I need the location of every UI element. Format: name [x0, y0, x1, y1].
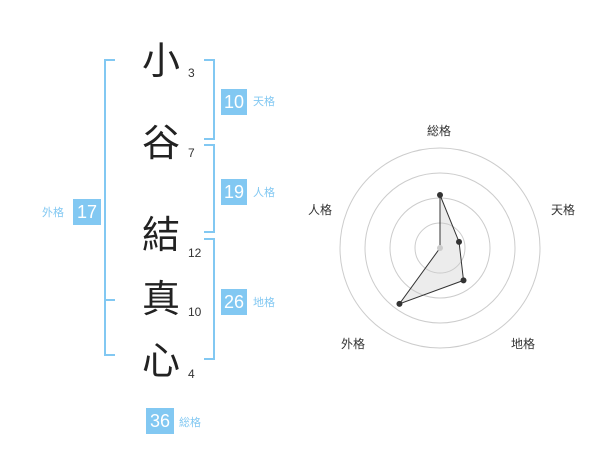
chikaku-value: 26 [221, 289, 247, 315]
stroke-count-4: 10 [188, 305, 202, 319]
name-char-2: 谷 [141, 121, 180, 165]
radar-center-dot [437, 245, 443, 251]
soukaku-label: 総格 [179, 416, 201, 429]
name-char-5: 心 [141, 339, 180, 383]
radar-axis-label-chikaku: 地格 [511, 337, 536, 351]
gaikaku-bracket [104, 59, 115, 356]
radar-ring [339, 147, 541, 349]
stroke-count-1: 3 [188, 66, 195, 80]
radar-point-0 [437, 192, 443, 198]
radar-ring [364, 172, 516, 324]
gaikaku-label: 外格 [42, 206, 64, 219]
stroke-count-2: 7 [188, 146, 195, 160]
jinkaku-value: 19 [221, 179, 247, 205]
stroke-count-3: 12 [188, 246, 202, 260]
jinkaku-label: 人格 [253, 186, 275, 199]
radar-point-3 [396, 300, 403, 307]
radar-point-2 [460, 277, 467, 284]
name-char-3: 結 [141, 213, 180, 257]
chikaku-label: 地格 [253, 296, 275, 309]
tenkaku-label: 天格 [253, 95, 275, 108]
soukaku-value: 36 [146, 408, 174, 434]
name-char-4: 真 [141, 277, 180, 321]
name-char-1: 小 [141, 39, 180, 83]
jinkaku-bracket [204, 144, 215, 233]
radar-axis-label-gaikaku: 外格 [341, 337, 366, 351]
tenkaku-bracket [204, 59, 215, 140]
radar-axis-label-jinkaku: 人格 [308, 203, 333, 217]
radar-axis-label-soukaku: 総格 [427, 124, 452, 138]
stroke-count-5: 4 [188, 367, 195, 381]
radar-axis-label-tenkaku: 天格 [551, 203, 576, 217]
radar-chart [339, 147, 541, 349]
gaikaku-value: 17 [73, 199, 101, 225]
chikaku-bracket [204, 238, 215, 360]
radar-series-polygon [398, 194, 465, 305]
tenkaku-value: 10 [221, 89, 247, 115]
radar-point-1 [456, 238, 463, 245]
